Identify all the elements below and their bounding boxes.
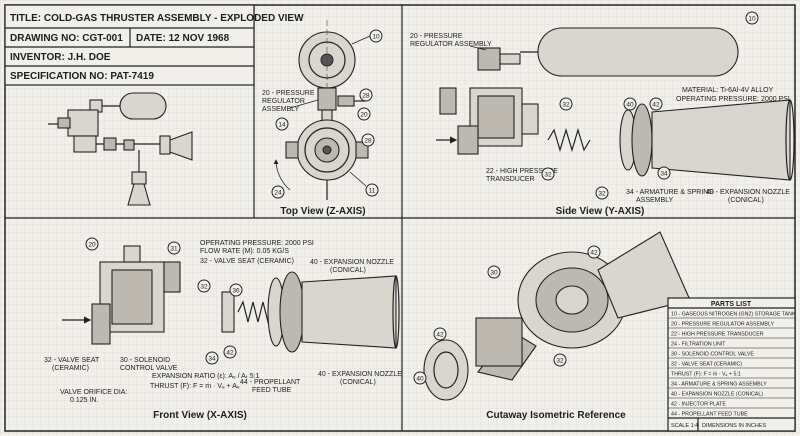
cutaway-callout-30: 30	[490, 270, 498, 277]
front-view-title: Front View (X-AXIS)	[153, 410, 247, 421]
parts-scale: SCALE 1:4	[671, 423, 698, 429]
side-callout-40: 40	[626, 102, 634, 109]
side-nozzle-label-1: 40 - EXPANSION NOZZLE	[706, 189, 790, 196]
side-callout-42: 42	[652, 102, 660, 109]
front-callout-34: 34	[208, 356, 216, 363]
inventor: INVENTOR: J.H. DOE	[10, 52, 111, 63]
front-thrust-equation: THRUST (F): F = ṁ · Vₑ + Aₑ	[150, 383, 240, 390]
parts-list-row: 44 - PROPELLANT FEED TUBE	[671, 412, 748, 418]
parts-list-row: 40 - EXPANSION NOZZLE (CONICAL)	[671, 392, 763, 398]
front-feed-1: 44 - PROPELLANT	[240, 379, 301, 386]
front-valve-seat-1: 32 - VALVE SEAT	[44, 357, 100, 364]
side-callout-32b: 32	[598, 191, 606, 198]
parts-list-row: 42 - INJECTOR PLATE	[671, 402, 726, 408]
top-callout-11: 11	[369, 188, 376, 195]
front-spec-valve-seat: 32 - VALVE SEAT (CERAMIC)	[200, 258, 294, 265]
front-spec-flow: FLOW RATE (M): 0.05 KG/S	[200, 248, 289, 255]
top-callout-10: 10	[372, 34, 380, 41]
cutaway-callout-32: 32	[556, 358, 564, 365]
front-callout-36: 36	[232, 288, 240, 295]
front-view: OPERATING PRESSURE: 2000 PSI FLOW RATE (…	[44, 237, 402, 421]
parts-list-row: 24 - FILTRATION UNIT	[671, 342, 726, 348]
front-valve-seat-2: (CERAMIC)	[52, 365, 89, 372]
top-view: 20 - PRESSURE REGULATOR ASSEMBLY 10 28 2…	[262, 20, 383, 217]
front-solenoid-2: CONTROL VALVE	[120, 365, 178, 372]
side-armature-label-2: ASSEMBLY	[636, 197, 674, 204]
side-regulator-label-2: REGULATOR ASSEMBLY	[410, 41, 492, 48]
front-expansion-ratio: EXPANSION RATIO (ε): Aₑ / Aₜ 5:1	[152, 373, 260, 380]
front-feed-2: FEED TUBE	[252, 387, 291, 394]
front-nozzle-top-2: (CONICAL)	[330, 267, 366, 274]
drawing-title: TITLE: COLD-GAS THRUSTER ASSEMBLY - EXPL…	[10, 13, 304, 24]
parts-list-heading: PARTS LIST	[711, 301, 752, 308]
side-regulator-label-1: 20 - PRESSURE	[410, 33, 463, 40]
front-nozzle-bottom-1: 40 - EXPANSION NOZZLE	[318, 371, 402, 378]
side-callout-34: 34	[660, 171, 668, 178]
specification-number: SPECIFICATION NO: PAT-7419	[10, 71, 154, 82]
front-nozzle-bottom-2: (CONICAL)	[340, 379, 376, 386]
front-callout-32: 32	[200, 284, 208, 291]
parts-list-row: 32 - VALVE SEAT (CERAMIC)	[671, 362, 742, 368]
side-callout-32a: 32	[562, 102, 570, 109]
front-solenoid-1: 30 - SOLENOID	[120, 357, 170, 364]
side-transducer-label-2: TRANSDUCER	[486, 176, 535, 183]
top-callout-24: 24	[274, 190, 282, 197]
drawing-number: DRAWING NO: CGT-001	[10, 33, 123, 44]
cutaway-view: 30 42 42 32 40 Cutaway Isometric Referen…	[413, 231, 691, 421]
cutaway-view-title: Cutaway Isometric Reference	[486, 410, 626, 421]
top-callout-28b: 28	[364, 138, 372, 145]
side-callout-10: 10	[748, 16, 756, 23]
side-pressure-label: OPERATING PRESSURE: 2000 PSI	[676, 96, 790, 103]
cutaway-callout-40: 40	[416, 376, 424, 383]
parts-list-row: 34 - ARMATURE & SPRING ASSEMBLY	[671, 382, 767, 388]
parts-list-row: THRUST (F): F = ṁ · Vₑ + 5:1	[671, 372, 741, 378]
parts-dimensions: DIMENSIONS IN INCHES	[702, 423, 767, 429]
front-orifice-1: VALVE ORIFICE DIA:	[60, 389, 127, 396]
system-sketch	[48, 92, 193, 206]
side-callout-32c: 32	[544, 172, 552, 179]
drawing-date: DATE: 12 NOV 1968	[136, 33, 230, 44]
front-spec-pressure: OPERATING PRESSURE: 2000 PSI	[200, 240, 314, 247]
front-callout-20: 20	[88, 242, 96, 249]
cutaway-callout-42b: 42	[436, 332, 444, 339]
top-callout-14: 14	[278, 122, 286, 129]
front-callout-42: 42	[226, 350, 234, 357]
top-view-title: Top View (Z-AXIS)	[280, 206, 365, 217]
top-callout-20: 20	[360, 112, 368, 119]
side-transducer-label-1: 22 - HIGH PRESSURE	[486, 168, 558, 175]
side-material-label: MATERIAL: Ti-6Al-4V ALLOY	[682, 87, 774, 94]
side-nozzle-label-2: (CONICAL)	[728, 197, 764, 204]
parts-list-row: 30 - SOLENOID CONTROL VALVE	[671, 352, 754, 358]
top-regulator-label-2: REGULATOR	[262, 98, 305, 105]
top-regulator-label-1: 20 - PRESSURE	[262, 90, 315, 97]
side-armature-label-1: 34 - ARMATURE & SPRING	[626, 189, 714, 196]
title-block: TITLE: COLD-GAS THRUSTER ASSEMBLY - EXPL…	[4, 4, 304, 86]
side-view-title: Side View (Y-AXIS)	[556, 206, 645, 217]
parts-list-row: 10 - GASEOUS NITROGEN (GN2) STORAGE TANK	[671, 312, 796, 318]
cutaway-callout-42a: 42	[590, 250, 598, 257]
top-callout-28a: 28	[362, 93, 370, 100]
parts-list-row: 20 - PRESSURE REGULATOR ASSEMBLY	[671, 322, 774, 328]
side-view: 20 - PRESSURE REGULATOR ASSEMBLY MATERIA…	[410, 11, 795, 217]
parts-list: PARTS LIST 10 - GASEOUS NITROGEN (GN2) S…	[667, 297, 796, 432]
front-orifice-2: 0.125 IN.	[70, 397, 98, 404]
top-regulator-label-3: ASSEMBLY	[262, 106, 300, 113]
parts-list-row: 22 - HIGH PRESSURE TRANSDUCER	[671, 332, 764, 338]
front-callout-31: 31	[170, 246, 178, 253]
front-nozzle-top-1: 40 - EXPANSION NOZZLE	[310, 259, 394, 266]
